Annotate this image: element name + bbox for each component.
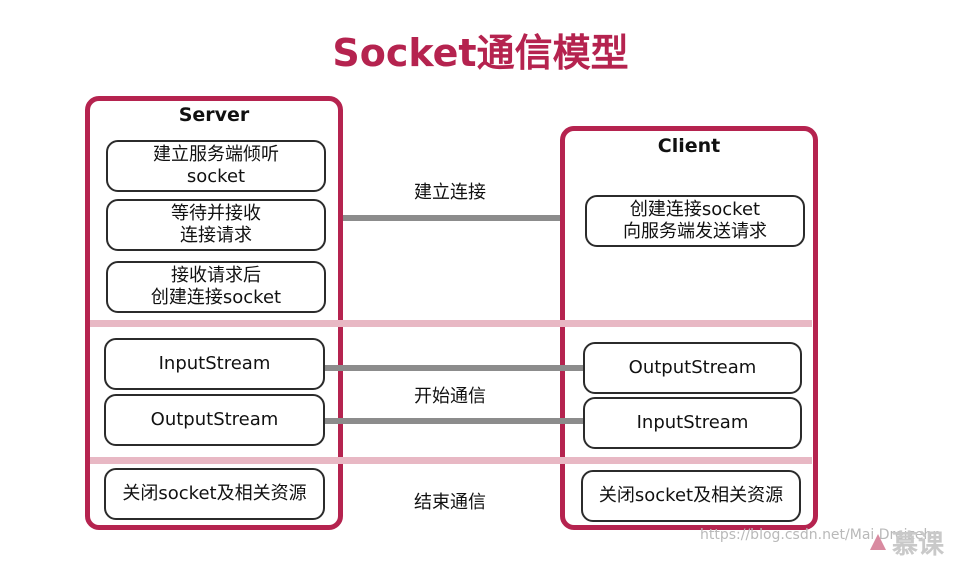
- server-label: Server: [178, 104, 250, 126]
- server-accept-line1: 等待并接收: [171, 203, 261, 224]
- server-listen-line2: socket: [186, 166, 246, 187]
- client-connect-line1: 创建连接socket: [629, 199, 761, 220]
- stage-finish-label: 结束通信: [414, 492, 486, 513]
- phase-separator-1: [90, 320, 812, 327]
- server-inputstream-node: InputStream: [104, 338, 325, 390]
- server-accept-line2: 连接请求: [180, 225, 252, 246]
- server-create-line2: 创建连接socket: [150, 287, 282, 308]
- server-outputstream-node: OutputStream: [104, 394, 325, 446]
- connect-line: [343, 215, 560, 221]
- server-create-node: 接收请求后 创建连接socket: [106, 261, 326, 313]
- client-label: Client: [657, 135, 721, 157]
- server-close-node: 关闭socket及相关资源: [104, 468, 325, 520]
- client-connect-line2: 向服务端发送请求: [623, 221, 767, 242]
- diagram-title: Socket通信模型: [332, 31, 629, 75]
- stage-communicate-label: 开始通信: [414, 386, 486, 407]
- stage-connect-label: 建立连接: [414, 182, 486, 203]
- client-close-node: 关闭socket及相关资源: [581, 470, 801, 522]
- client-connect-node: 创建连接socket 向服务端发送请求: [585, 195, 805, 247]
- server-create-line1: 接收请求后: [170, 265, 261, 286]
- logo-text: 慕课: [892, 530, 945, 560]
- server-accept-node: 等待并接收 连接请求: [106, 199, 326, 251]
- input-output-line: [325, 365, 584, 371]
- server-listen-node: 建立服务端倾听 socket: [106, 140, 326, 192]
- server-listen-line1: 建立服务端倾听: [153, 144, 279, 165]
- output-input-line: [325, 418, 584, 424]
- client-inputstream-node: InputStream: [583, 397, 802, 449]
- client-outputstream-node: OutputStream: [583, 342, 802, 394]
- logo-triangle-icon: [870, 534, 886, 550]
- phase-separator-2: [90, 457, 812, 464]
